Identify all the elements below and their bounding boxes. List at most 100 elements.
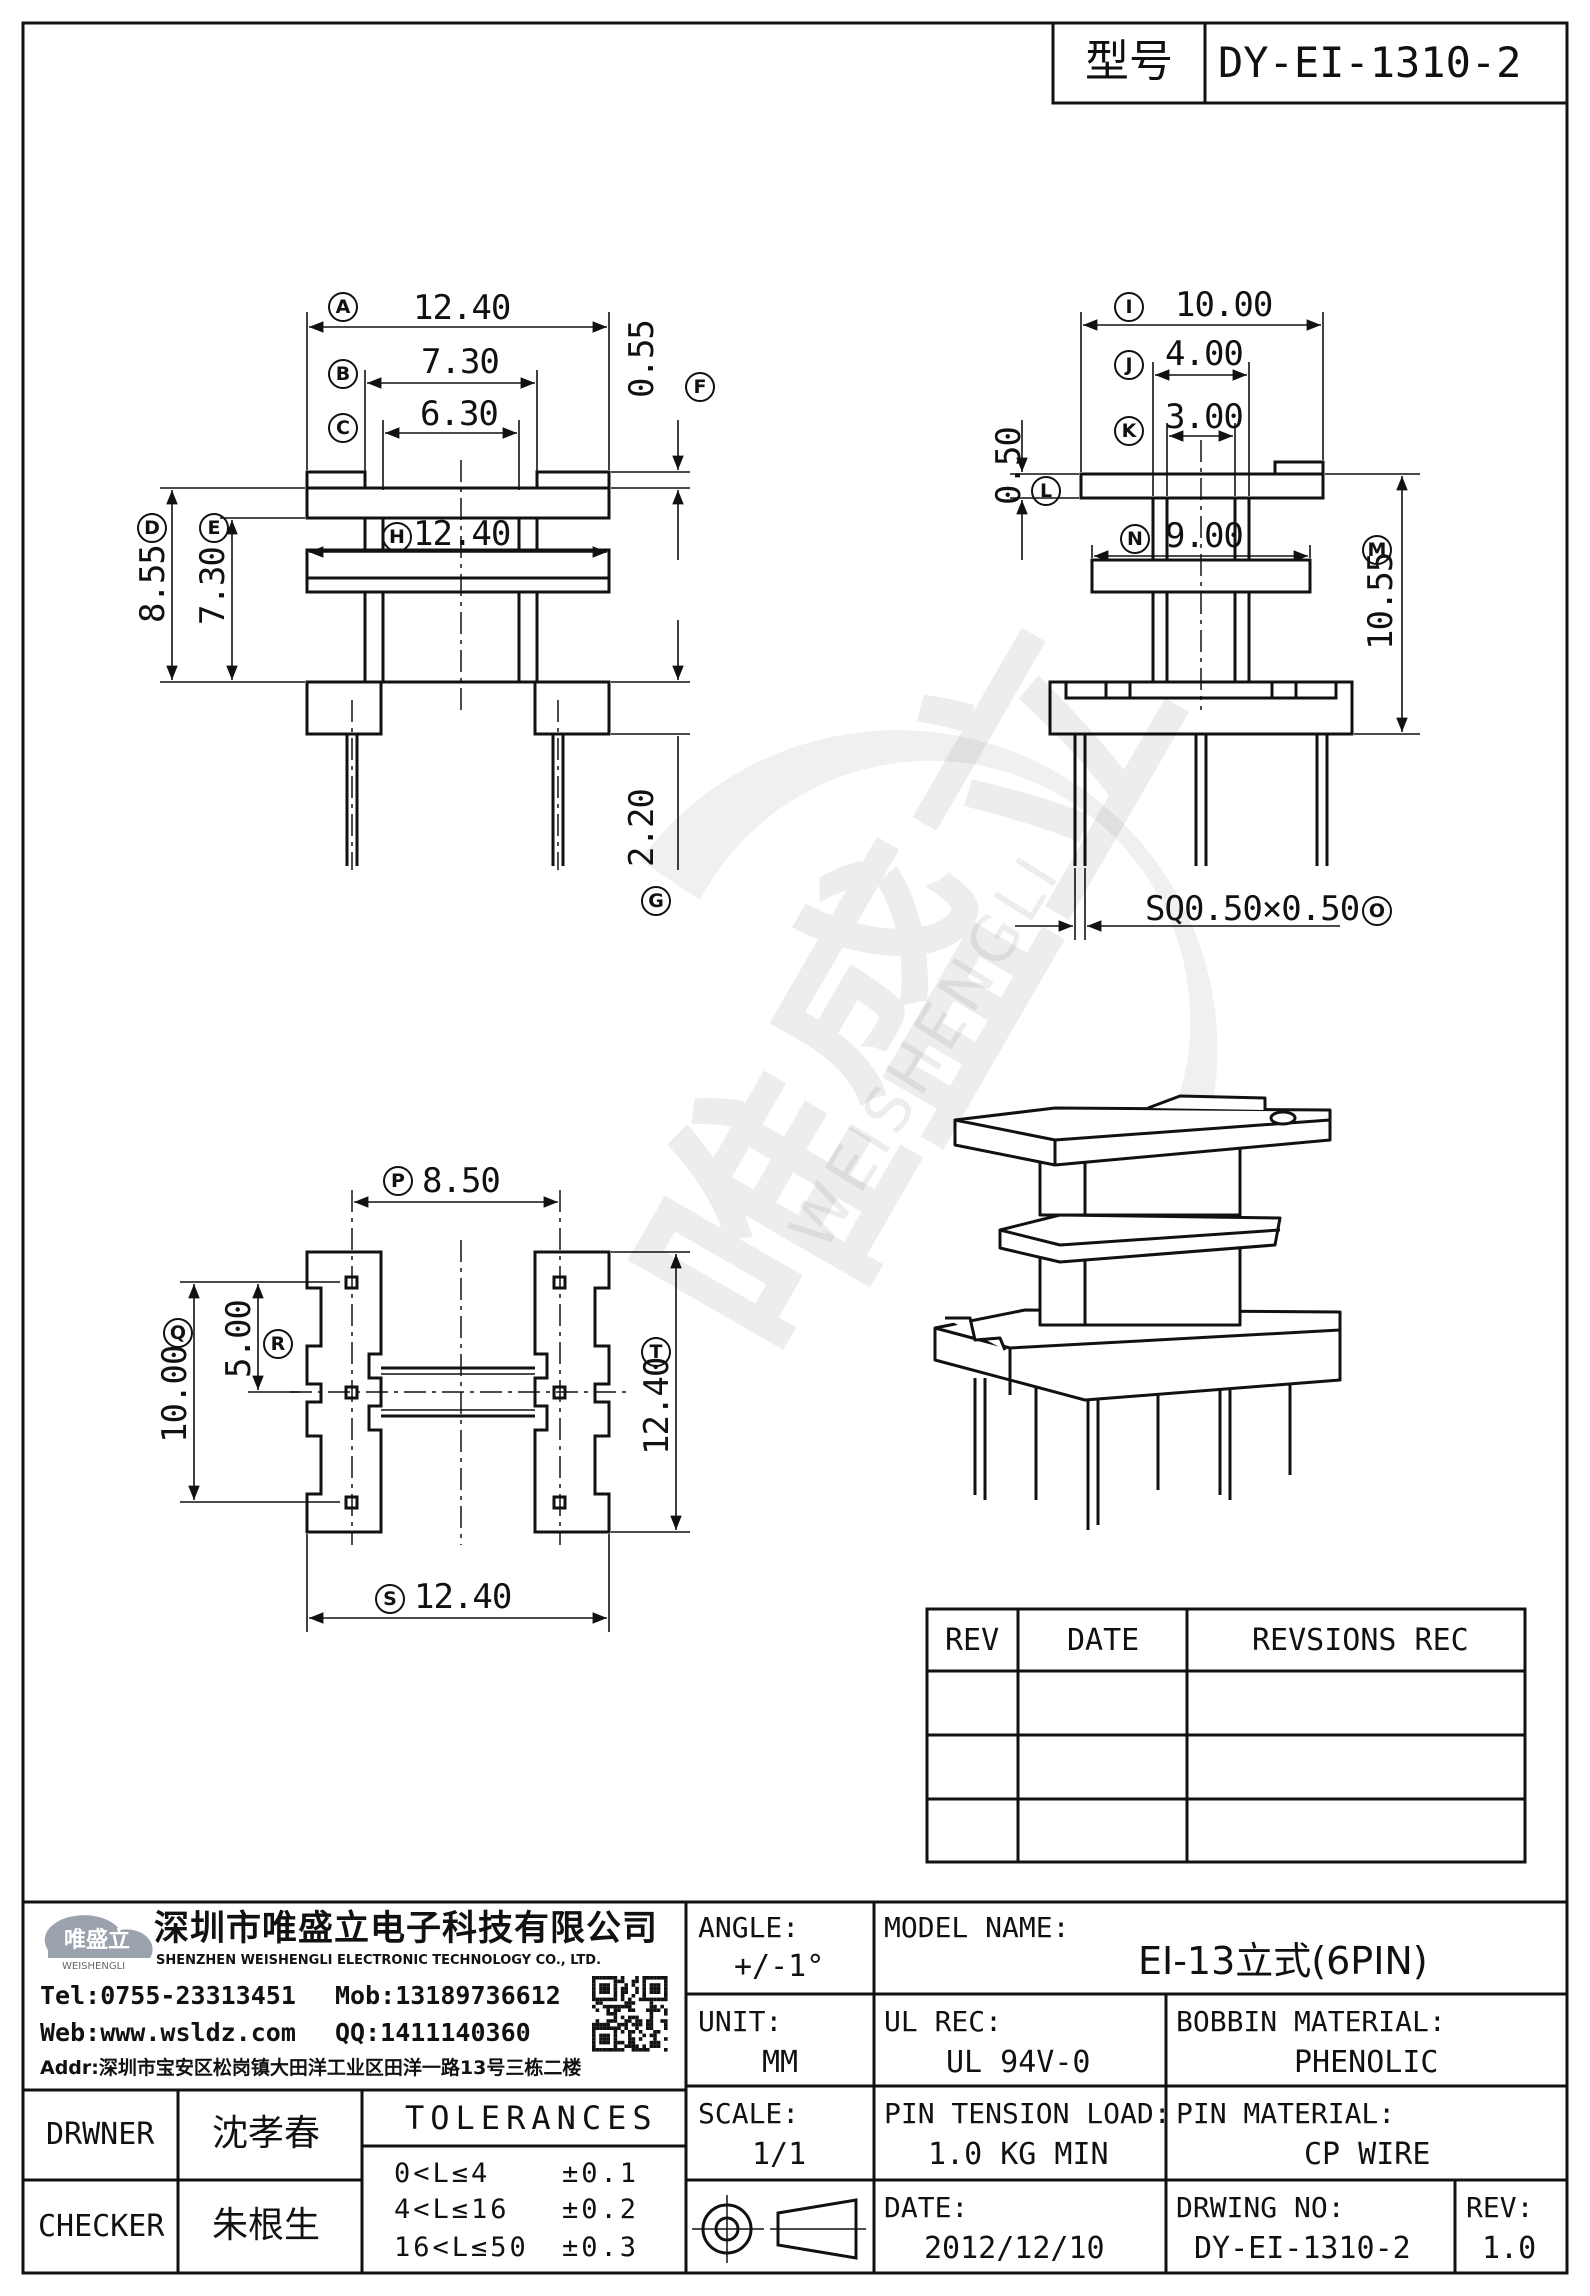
dim-a-value: 12.40 [413, 288, 511, 328]
rev-header-date: DATE [1067, 1623, 1140, 1658]
drawer-label: DRWNER [46, 2117, 155, 2152]
scale-value: 1/1 [752, 2137, 807, 2172]
front-view-dimensions [160, 312, 690, 870]
dim-marker-n: N [1120, 524, 1150, 554]
dim-marker-f: F [685, 372, 715, 402]
drwing-no-label: DRWING NO: [1176, 2191, 1345, 2224]
dim-b-value: 7.30 [421, 342, 500, 382]
isometric-view [933, 1094, 1342, 1530]
dim-f-value: 0.55 [622, 320, 662, 398]
company-tel: Tel:0755-23313451 [40, 1981, 296, 2010]
dim-marker-c: C [328, 413, 358, 443]
checker-label: CHECKER [38, 2209, 165, 2244]
rev-header-recs: REVSIONS REC [1252, 1623, 1469, 1658]
bobbin-material-value: PHENOLIC [1294, 2045, 1439, 2080]
checker-value: 朱根生 [212, 2205, 321, 2246]
dim-marker-k: K [1114, 416, 1144, 446]
dim-marker-t: T [641, 1337, 671, 1367]
dim-q-value: 10.00 [155, 1345, 195, 1443]
dim-marker-g: G [641, 886, 671, 916]
dim-marker-i: I [1114, 292, 1144, 322]
company-name-cn: 深圳市唯盛立电子科技有限公司 [154, 1909, 659, 1949]
pin-material-label: PIN MATERIAL: [1176, 2097, 1396, 2130]
tolerance-value-3: ±0.3 [562, 2232, 640, 2263]
date-value: 2012/12/10 [924, 2231, 1105, 2266]
dim-j-value: 4.00 [1165, 334, 1244, 374]
dim-r-value: 5.00 [219, 1300, 259, 1378]
rev-header-rev: REV [945, 1623, 1000, 1658]
model-name-label: MODEL NAME: [884, 1911, 1070, 1944]
dim-marker-m: M [1362, 535, 1392, 565]
company-logo-sub: WEISHENGLI [62, 1961, 126, 1972]
pin-material-value: CP WIRE [1304, 2137, 1431, 2172]
rev-label: REV: [1466, 2191, 1534, 2224]
title-box [1051, 21, 1569, 105]
sheet-border [21, 21, 1569, 2275]
rev-value: 1.0 [1482, 2231, 1537, 2266]
dim-o-value: SQ0.50×0.50 [1145, 889, 1360, 929]
company-name-en: SHENZHEN WEISHENGLI ELECTRONIC TECHNOLOG… [156, 1953, 602, 1968]
dim-s-value: 12.40 [414, 1577, 512, 1617]
dim-k-value: 3.00 [1165, 397, 1244, 437]
bottom-view-dimensions [180, 1196, 690, 1632]
drwing-no-value: DY-EI-1310-2 [1194, 2231, 1411, 2266]
pin-tension-label: PIN TENSION LOAD: [884, 2097, 1171, 2130]
projection-symbol [692, 2195, 866, 2263]
model-name-value: EI-13立式(6PIN) [1138, 1939, 1428, 1983]
revision-table-grid [925, 1607, 1527, 1864]
company-qq: QQ:1411140360 [335, 2018, 531, 2047]
dim-marker-l: L [1031, 476, 1061, 506]
dim-marker-d: D [137, 513, 167, 543]
side-view-dimensions [1010, 312, 1420, 940]
ul-rec-label: UL REC: [884, 2005, 1003, 2038]
date-label: DATE: [884, 2191, 969, 2224]
dim-marker-a: A [328, 292, 358, 322]
bobbin-material-label: BOBBIN MATERIAL: [1176, 2005, 1446, 2038]
company-web: Web:www.wsldz.com [40, 2018, 296, 2047]
front-view-centerlines [351, 460, 559, 870]
bottom-view-centerlines [290, 1190, 630, 1545]
scale-label: SCALE: [698, 2097, 800, 2130]
dim-marker-s: S [375, 1584, 405, 1614]
dim-marker-q: Q [163, 1318, 193, 1348]
dim-l-value: 0.50 [989, 427, 1029, 505]
model-label: 型号 [1085, 36, 1173, 87]
model-number: DY-EI-1310-2 [1218, 38, 1522, 87]
dim-marker-b: B [328, 359, 358, 389]
pin-tension-value: 1.0 KG MIN [928, 2137, 1109, 2172]
qr-code-icon [592, 1976, 668, 2052]
unit-value: MM [762, 2045, 799, 2080]
dim-h-value: 12.40 [413, 514, 511, 554]
company-address: Addr:深圳市宝安区松岗镇大田洋工业区田洋一路13号三栋二楼 [40, 2057, 582, 2079]
company-logo-text: 唯盛立 [64, 1928, 131, 1953]
dim-p-value: 8.50 [422, 1161, 501, 1201]
tolerances-label: TOLERANCES [405, 2099, 658, 2137]
dim-marker-e: E [199, 513, 229, 543]
unit-label: UNIT: [698, 2005, 783, 2038]
dim-i-value: 10.00 [1175, 285, 1273, 325]
tolerance-range-1: 0<L≤4 [394, 2158, 491, 2189]
ul-rec-value: UL 94V-0 [946, 2045, 1091, 2080]
angle-label: ANGLE: [698, 1911, 800, 1944]
dim-marker-r: R [263, 1329, 293, 1359]
dim-n-value: 9.00 [1165, 516, 1244, 556]
tolerance-value-1: ±0.1 [562, 2158, 640, 2189]
dim-t-value: 12.40 [637, 1357, 677, 1455]
dim-d-value: 8.55 [133, 545, 173, 623]
company-logo-mark [44, 1915, 153, 1958]
dim-marker-h: H [382, 522, 412, 552]
tolerance-range-2: 4<L≤16 [394, 2194, 510, 2225]
dim-marker-o: O [1362, 896, 1392, 926]
tolerance-value-2: ±0.2 [562, 2194, 640, 2225]
front-view [305, 470, 611, 866]
drawer-value: 沈孝春 [212, 2113, 321, 2154]
dim-marker-j: J [1114, 350, 1144, 380]
tolerance-range-3: 16<L≤50 [394, 2232, 529, 2263]
dim-e-value: 7.30 [193, 547, 233, 625]
title-block-grid [23, 1900, 1567, 2273]
dim-marker-p: P [383, 1166, 413, 1196]
company-mob: Mob:13189736612 [335, 1981, 561, 2010]
dim-g-value: 2.20 [622, 789, 662, 867]
dim-m-value: 10.55 [1361, 552, 1401, 650]
